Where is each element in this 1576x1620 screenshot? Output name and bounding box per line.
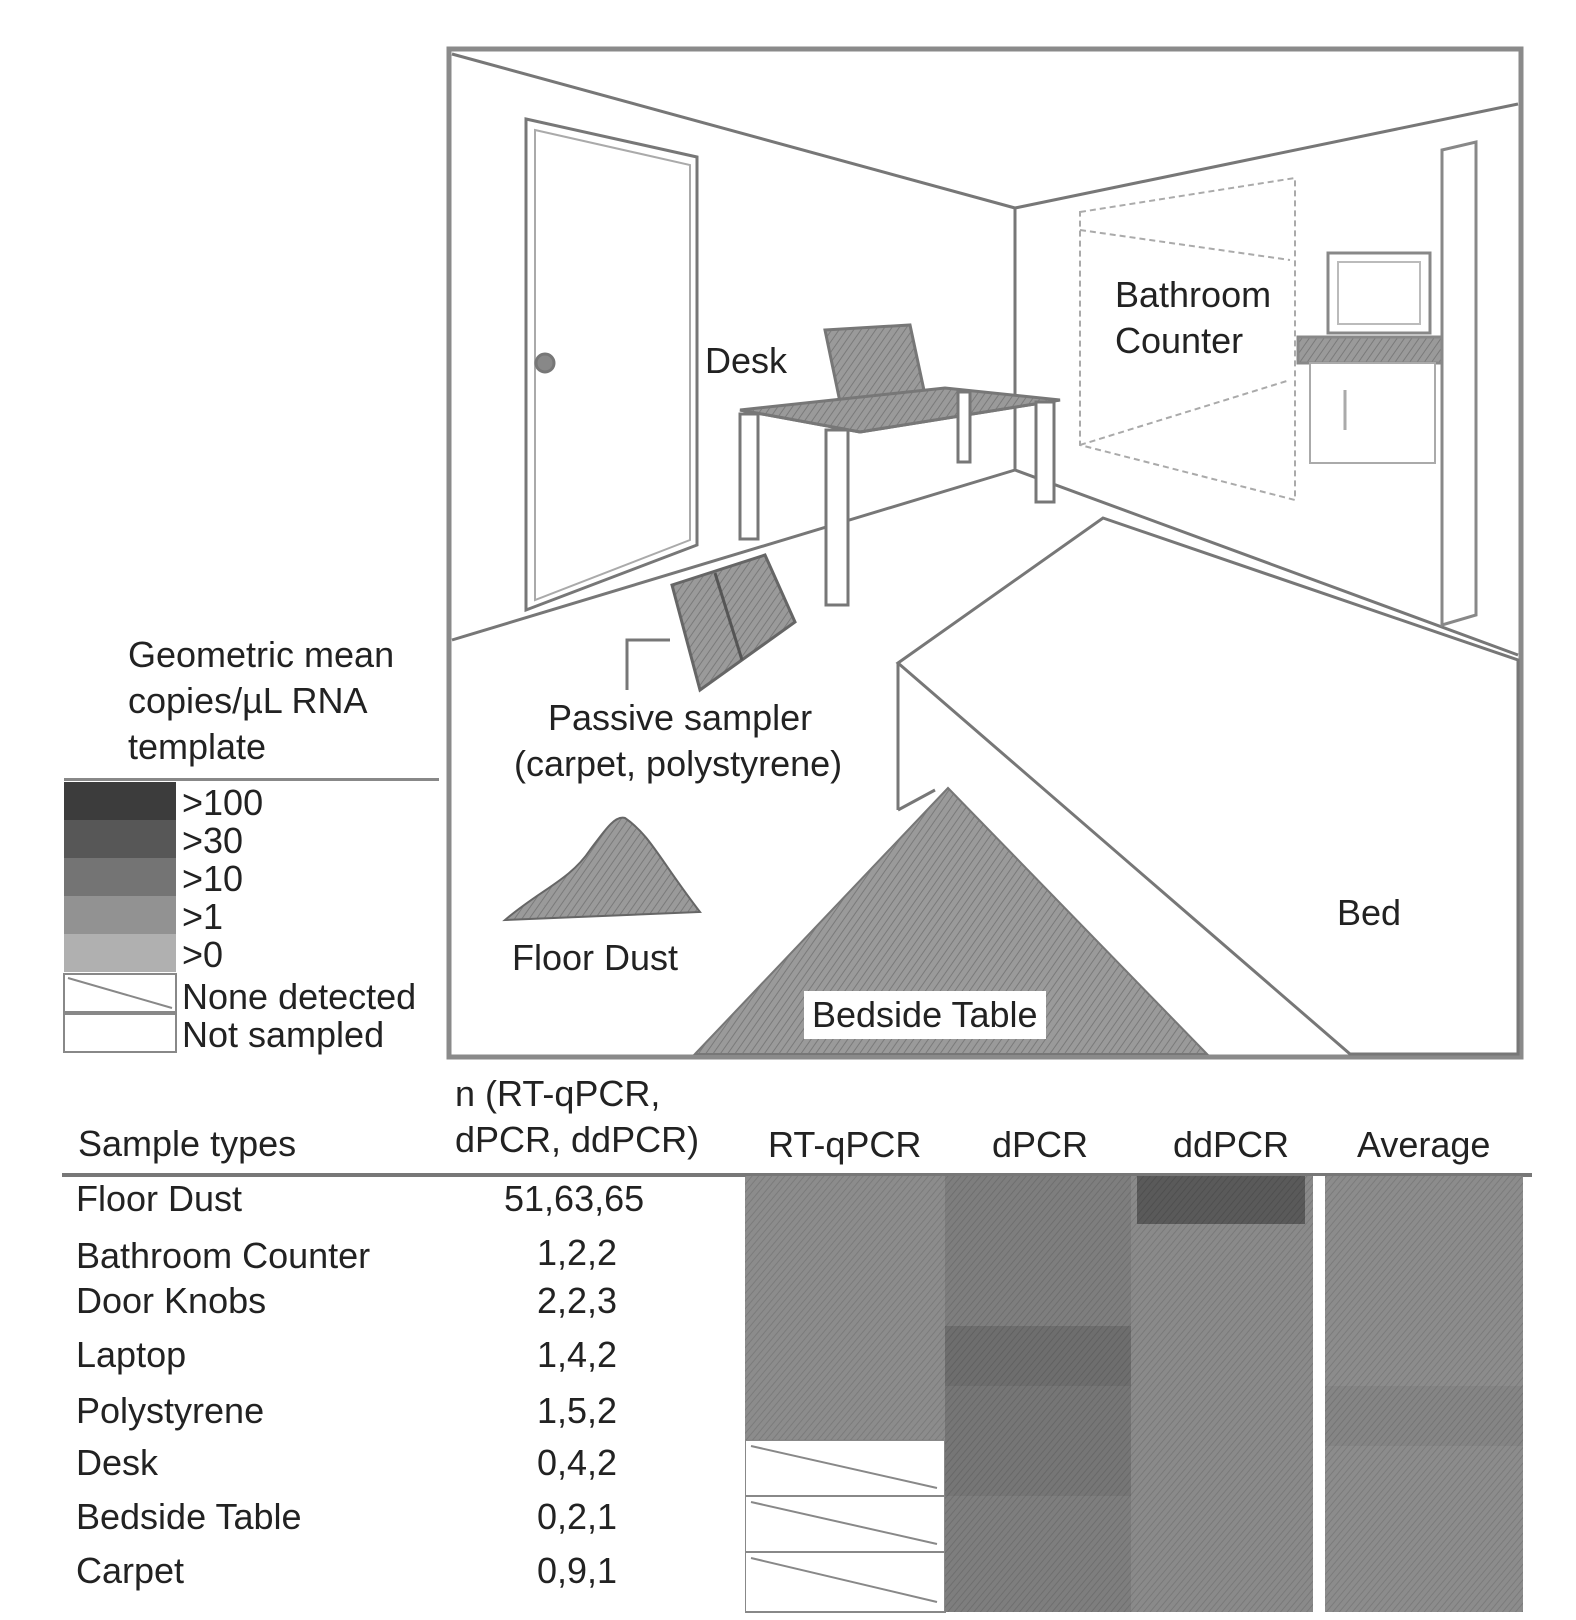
header-sample-types: Sample types: [78, 1126, 296, 1162]
row-name: Laptop: [76, 1337, 186, 1373]
bathroom-counter-icon: [1298, 253, 1448, 463]
bathroom-door: [1442, 142, 1476, 625]
label-bathroom-counter-line1: Bathroom: [1115, 277, 1271, 313]
header-n-line1: n (RT-qPCR,: [455, 1076, 660, 1112]
label-floor-dust: Floor Dust: [512, 940, 678, 976]
label-bathroom-counter-line2: Counter: [1115, 323, 1243, 359]
legend-title-line: copies/µL RNA: [128, 678, 394, 724]
legend-swatches: [62, 782, 182, 1057]
legend-label: None detected: [182, 979, 416, 1015]
header-method-dpcr: dPCR: [992, 1127, 1088, 1163]
label-desk: Desk: [705, 343, 787, 379]
row-name: Bedside Table: [76, 1499, 302, 1535]
row-n: 0,4,2: [537, 1445, 617, 1481]
legend-swatch: [64, 820, 176, 858]
row-name: Floor Dust: [76, 1181, 242, 1217]
row-name: Carpet: [76, 1553, 184, 1589]
label-passive-sampler-line2: (carpet, polystyrene): [514, 746, 842, 782]
legend-swatch: [64, 934, 176, 972]
label-passive-sampler-line1: Passive sampler: [548, 700, 812, 736]
row-n: 0,2,1: [537, 1499, 617, 1535]
header-method-average: Average: [1357, 1127, 1490, 1163]
floor-dust-icon: [505, 818, 700, 920]
legend-swatch: [64, 782, 176, 820]
label-bedside-table: Bedside Table: [804, 991, 1046, 1039]
header-n-line2: dPCR, ddPCR): [455, 1122, 699, 1158]
row-name: Bathroom Counter: [76, 1238, 370, 1274]
heatmap: [745, 1176, 1535, 1620]
legend-swatch: [64, 858, 176, 896]
row-n: 2,2,3: [537, 1283, 617, 1319]
legend-swatch-not-sampled: [64, 1014, 176, 1052]
legend-label: >10: [182, 861, 243, 897]
legend-label: >100: [182, 785, 263, 821]
header-method-ddpcr: ddPCR: [1173, 1127, 1289, 1163]
row-name: Door Knobs: [76, 1283, 266, 1319]
row-n: 1,5,2: [537, 1393, 617, 1429]
label-bed: Bed: [1337, 895, 1401, 931]
desk-icon: [740, 325, 1060, 605]
legend-title-line: template: [128, 724, 394, 770]
row-n: 0,9,1: [537, 1553, 617, 1589]
legend-title-line: Geometric mean: [128, 632, 394, 678]
heatmap-cell-none-detected: [745, 1552, 945, 1612]
row-n: 1,2,2: [537, 1235, 617, 1271]
row-n: 51,63,65: [504, 1181, 644, 1217]
legend-label: Not sampled: [182, 1017, 384, 1053]
legend-label: >1: [182, 899, 223, 935]
row-n: 1,4,2: [537, 1337, 617, 1373]
row-name: Polystyrene: [76, 1393, 264, 1429]
legend-title: Geometric mean copies/µL RNA template: [128, 632, 394, 770]
passive-sampler-icon: [627, 555, 795, 690]
legend-label: >30: [182, 823, 243, 859]
legend-swatch: [64, 896, 176, 934]
row-name: Desk: [76, 1445, 158, 1481]
door-icon: [526, 119, 697, 610]
legend-divider: [64, 778, 439, 781]
header-method-rt-qpcr: RT-qPCR: [768, 1127, 921, 1163]
legend-label: >0: [182, 937, 223, 973]
